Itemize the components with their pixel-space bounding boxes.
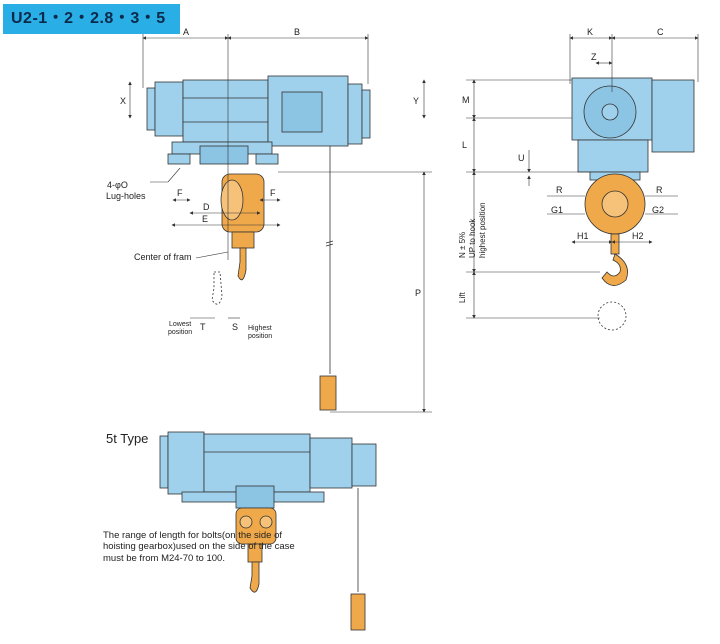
side-dims: [466, 34, 699, 319]
highest-position-line2: position: [248, 333, 272, 340]
dim-t-label: T: [200, 322, 206, 332]
dim-g2-label: G2: [652, 205, 664, 215]
highest-position-vertical-label: highest position: [478, 202, 487, 258]
five-ton-title: 5t Type: [106, 431, 149, 446]
lift-label: Lift: [458, 292, 467, 303]
dim-z-label: Z: [591, 52, 597, 62]
dim-s-label: S: [232, 322, 238, 332]
lug-holes-top-label: 4-φO: [107, 180, 128, 190]
dim-p-label: P: [415, 288, 421, 298]
dim-h1-label: H1: [577, 231, 589, 241]
dim-u-label: U: [518, 153, 525, 163]
bolt-length-note: The range of length for bolts(on the sid…: [103, 530, 295, 564]
dim-a-label: A: [183, 27, 189, 37]
dim-d-label: D: [203, 202, 210, 212]
dim-f-left-label: F: [177, 188, 183, 198]
lowest-position-line1: Lowest: [169, 321, 191, 328]
highest-position-line1: Highest: [248, 325, 272, 332]
five-ton-view: [159, 431, 377, 631]
front-dims: [128, 34, 432, 413]
dim-b-label: B: [294, 27, 300, 37]
dim-e-label: E: [202, 214, 208, 224]
dim-r-right-label: R: [656, 185, 663, 195]
dim-y-label: Y: [413, 96, 419, 106]
dim-r-left-label: R: [556, 185, 563, 195]
page-header-title: U2-1・2・2.8・3・5: [3, 4, 180, 34]
lowest-position-line2: position: [168, 329, 192, 336]
dim-g1-label: G1: [551, 205, 563, 215]
front-view: [146, 75, 371, 411]
n-tolerance-label: N ± 5%: [458, 232, 467, 258]
dim-h2-label: H2: [632, 231, 644, 241]
dim-m-label: M: [462, 95, 470, 105]
dim-l-label: L: [462, 140, 467, 150]
up-to-hook-label: UP to hook: [468, 218, 477, 258]
dim-c-label: C: [657, 27, 664, 37]
dim-k-label: K: [587, 27, 593, 37]
lug-holes-bottom-label: Lug-holes: [106, 191, 146, 201]
side-view: [571, 77, 695, 331]
dim-f-right-label: F: [270, 188, 276, 198]
dim-x-label: X: [120, 96, 126, 106]
center-of-frame-label: Center of fram: [134, 252, 192, 262]
